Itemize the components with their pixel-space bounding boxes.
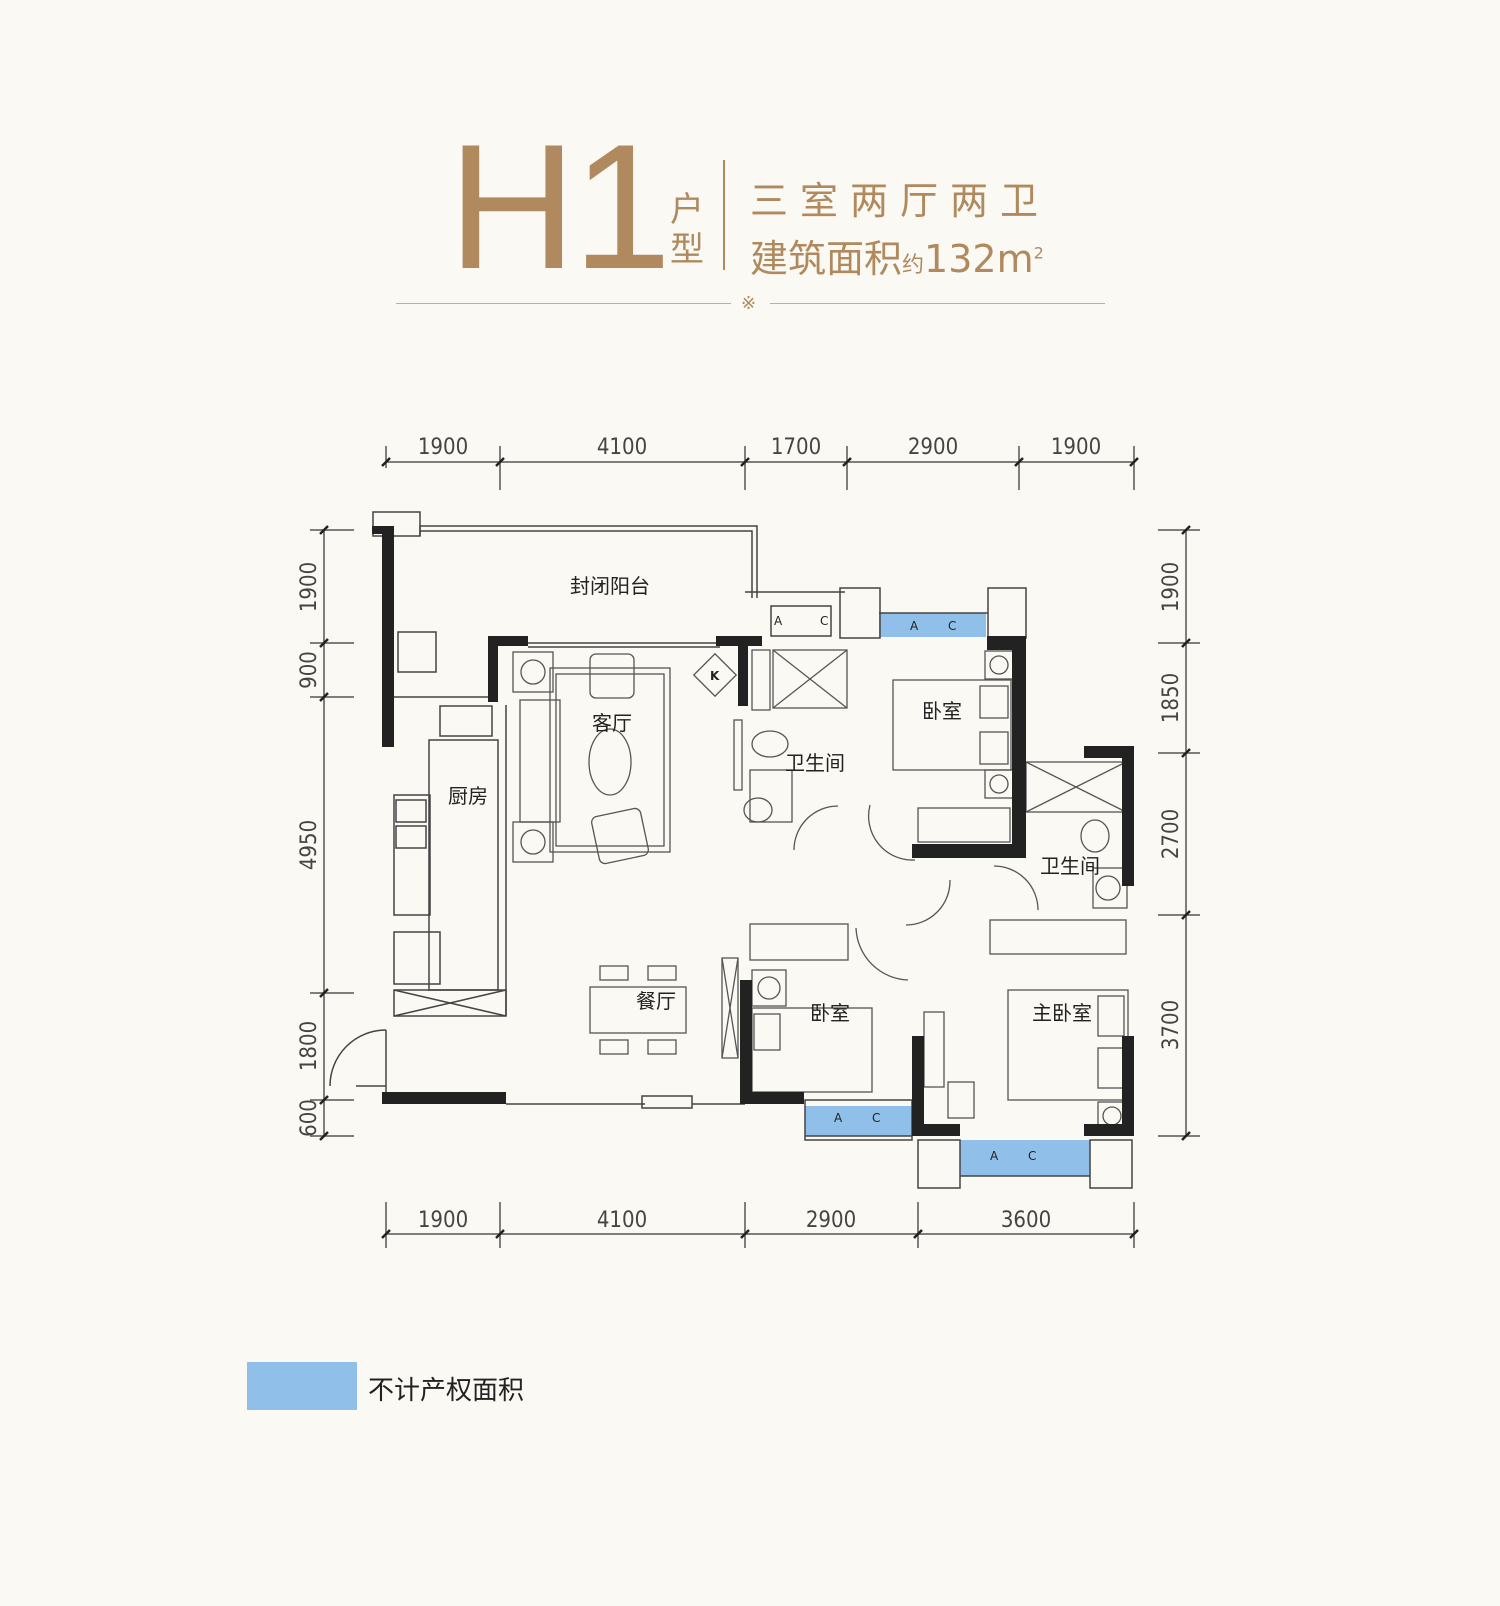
dim-bottom-2: 4100 [597,1208,647,1233]
non-property-areas [805,613,1090,1176]
dim-top-5: 1900 [1051,435,1101,460]
area-text: 建筑面积约132m2 [750,228,1044,283]
unit-code: H1 [448,107,672,306]
ac-c-3: C [872,1111,880,1125]
fridge-label: K [710,669,720,683]
ac-labels: A C A C A C A C K [710,614,1036,1163]
ac-c-1: C [820,614,828,628]
room-kitchen: 厨房 [448,784,488,808]
legend-label: 不计产权面积 [368,1376,525,1406]
header-rule-right [770,303,1105,304]
dim-bottom-3: 2900 [806,1208,856,1233]
header-rule-left [396,303,731,304]
dim-right-2: 1850 [1159,673,1184,723]
dimension-labels: 1900 4100 1700 2900 1900 1900 4100 2900 … [297,435,1184,1233]
unit-label: 户型 [670,190,704,270]
area-value: 132 [924,237,997,281]
room-bath2: 卫生间 [1040,854,1100,878]
room-bedroom1: 卧室 [922,699,962,723]
dim-left-5: 600 [297,1099,322,1137]
dim-left-3: 4950 [297,820,322,870]
room-balcony: 封闭阳台 [570,574,650,598]
room-living: 客厅 [592,711,632,735]
walls [372,526,1134,1136]
furniture [512,649,1129,1131]
area-approx: 约 [902,253,925,278]
title-divider [723,160,725,270]
dim-bottom-1: 1900 [418,1208,468,1233]
dim-top-3: 1700 [771,435,821,460]
area-unit: m2 [997,237,1044,281]
area-unit-sup: 2 [1033,243,1044,263]
ac-a-4: A [990,1149,999,1163]
room-bath1: 卫生间 [785,751,845,775]
room-labels: 封闭阳台 客厅 厨房 卫生间 卧室 卫生间 餐厅 卧室 主卧室 [448,574,1100,1025]
dim-right-4: 3700 [1159,1000,1184,1050]
area-label: 建筑面积 [750,237,903,281]
dim-left-4: 1800 [297,1021,322,1071]
ac-a-2: A [910,619,919,633]
ac-zone-bedroom1 [879,613,986,637]
ac-c-4: C [1028,1149,1036,1163]
legend-swatch [247,1362,357,1410]
room-master: 主卧室 [1032,1001,1092,1025]
dim-top-4: 2900 [908,435,958,460]
ac-a-3: A [834,1111,843,1125]
dim-left-2: 900 [297,651,322,689]
dim-bottom-4: 3600 [1001,1208,1051,1233]
room-dining: 餐厅 [636,989,676,1013]
layout-text: 三室两厅两卫 [750,179,1051,223]
dimension-ticks [319,457,1191,1239]
dim-top-2: 4100 [597,435,647,460]
ac-zone-master [960,1140,1090,1176]
header-ornament: ※ [741,293,757,314]
ac-zone-bedroom2 [805,1106,912,1136]
dim-right-3: 2700 [1159,809,1184,859]
dim-left-1: 1900 [297,562,322,612]
dimension-lines [310,446,1200,1248]
room-bedroom2: 卧室 [810,1001,850,1025]
dim-top-1: 1900 [418,435,468,460]
dim-right-1: 1900 [1159,562,1184,612]
area-unit-m: m [996,237,1034,281]
ac-c-2: C [948,619,956,633]
thin-lines [329,511,1133,1189]
ac-a-1: A [774,614,783,628]
